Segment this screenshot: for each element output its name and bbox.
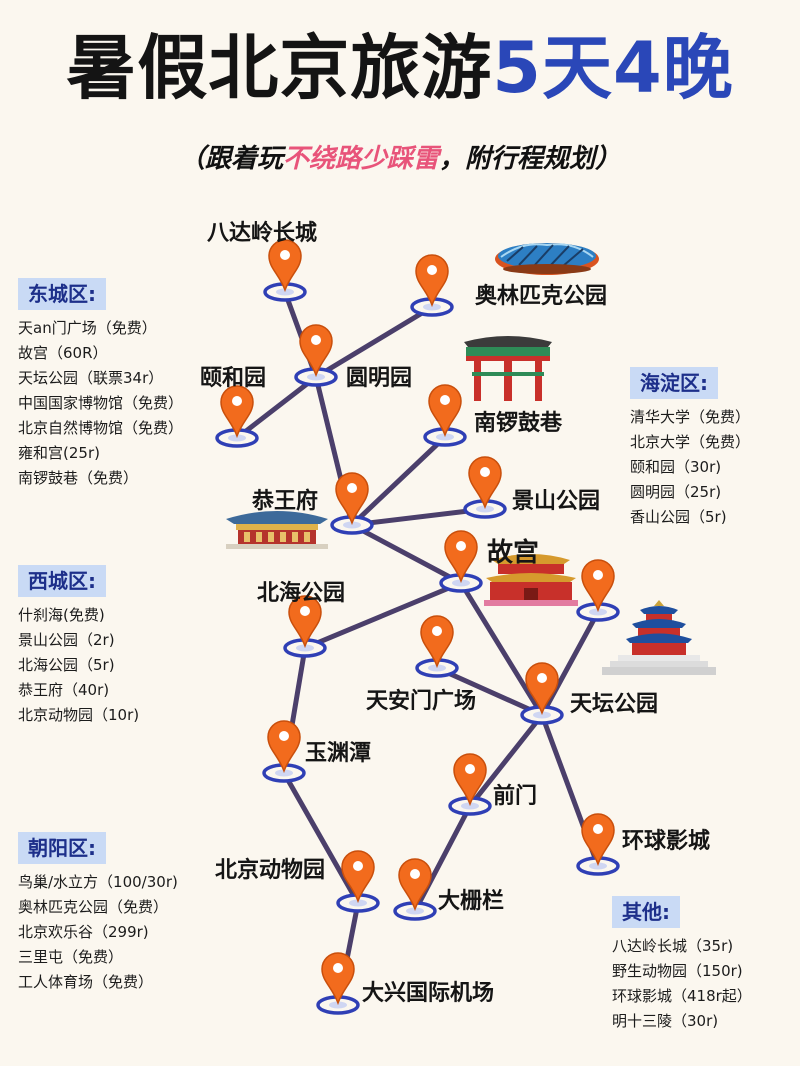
route-line <box>467 712 545 809</box>
district-other: 其他: 八达岭长城（35r) 野生动物园（150r) 环球影城（418r起） 明… <box>612 896 752 1034</box>
location-pin-icon <box>415 615 459 678</box>
place-label-tiananmen: 天安门广场 <box>366 689 477 714</box>
place-label-jingshan: 景山公园 <box>512 489 601 514</box>
district-heading: 朝阳区: <box>18 832 106 864</box>
list-item: 鸟巢/水立方（100/30r) <box>18 873 178 891</box>
place-label-badaling: 八达岭长城 <box>207 221 318 246</box>
list-item: 北京自然博物馆（免费） <box>18 419 184 437</box>
place-label-tiantan: 天坛公园 <box>570 692 659 717</box>
place-label-yuanmingyuan: 圆明园 <box>346 366 413 391</box>
route-line <box>458 580 545 718</box>
list-item: 中国国家博物馆（免费） <box>18 394 184 412</box>
place-label-beihai: 北海公园 <box>257 581 346 606</box>
list-item: 故宫（60R） <box>18 344 108 362</box>
list-item: 天坛公园（联票34r） <box>18 369 164 387</box>
list-item: 北京大学（免费） <box>630 433 751 451</box>
district-heading: 其他: <box>612 896 680 928</box>
title-main: 暑假北京旅游 <box>66 27 493 109</box>
list-item: 什刹海(免费) <box>18 606 105 624</box>
subtitle-open: （跟着玩 <box>178 144 283 174</box>
location-pin-icon <box>215 385 259 448</box>
place-label-universal: 环球影城 <box>622 829 711 854</box>
list-item: 景山公园（2r) <box>18 631 115 649</box>
district-heading: 海淀区: <box>630 367 718 399</box>
list-item: 天an门广场（免费） <box>18 319 157 337</box>
palace-icon <box>226 511 328 549</box>
location-pin-icon <box>336 850 380 913</box>
list-item: 明十三陵（30r) <box>612 1012 719 1030</box>
district-heading: 东城区: <box>18 278 106 310</box>
list-item: 北京动物园（10r) <box>18 706 140 724</box>
list-item: 八达岭长城（35r) <box>612 937 734 955</box>
list-item: 圆明园（25r) <box>630 483 722 501</box>
place-label-yuyuantan: 玉渊潭 <box>305 741 372 766</box>
location-pin-icon <box>294 324 338 387</box>
place-label-nanluogu: 南锣鼓巷 <box>474 411 563 436</box>
route-line <box>539 609 601 718</box>
list-item: 恭王府（40r) <box>18 681 110 699</box>
location-pin-icon <box>520 662 564 725</box>
location-pin-icon <box>410 254 454 317</box>
location-pin-icon <box>576 559 620 622</box>
list-item: 工人体育场（免费） <box>18 973 154 991</box>
route-line <box>313 304 435 380</box>
location-pin-icon <box>263 239 307 302</box>
location-pin-icon <box>463 456 507 519</box>
district-chaoyang: 朝阳区: 鸟巢/水立方（100/30r) 奥林匹克公园（免费） 北京欢乐谷（29… <box>18 832 178 995</box>
location-pin-icon <box>283 595 327 658</box>
location-pin-icon <box>448 753 492 816</box>
route-line <box>349 522 464 586</box>
place-label-gugong: 故宫 <box>487 538 540 568</box>
route-line <box>349 506 488 528</box>
list-item: 环球影城（418r起） <box>612 987 752 1005</box>
location-pin-icon <box>576 813 620 876</box>
location-pin-icon <box>316 952 360 1015</box>
title-accent: 5天4晚 <box>492 27 734 109</box>
route-line <box>434 665 545 718</box>
location-pin-icon <box>330 472 374 535</box>
temple-of-heaven-icon <box>602 600 716 675</box>
location-pin-icon <box>423 384 467 447</box>
route-line <box>281 770 361 906</box>
location-pin-icon <box>393 858 437 921</box>
birds-nest-icon <box>495 243 599 275</box>
place-label-zoo: 北京动物园 <box>215 858 326 883</box>
list-item: 南锣鼓巷（免费） <box>18 469 139 487</box>
subtitle-highlight: 不绕路少踩雷 <box>282 144 439 174</box>
route-line <box>349 434 448 528</box>
list-item: 清华大学（免费） <box>630 408 751 426</box>
page-title: 暑假北京旅游5天4晚 <box>0 28 800 108</box>
list-item: 北京欢乐谷（299r) <box>18 923 149 941</box>
subtitle-close: ，附行程规划） <box>439 144 622 174</box>
district-heading: 西城区: <box>18 565 106 597</box>
list-item: 香山公园（5r) <box>630 508 727 526</box>
route-line <box>302 580 464 651</box>
location-pin-icon <box>439 530 483 593</box>
place-label-yiheyuan: 颐和园 <box>200 366 267 391</box>
district-haidian: 海淀区: 清华大学（免费） 北京大学（免费） 颐和园（30r) 圆明园（25r)… <box>630 367 750 530</box>
place-label-qianmen: 前门 <box>493 784 538 809</box>
list-item: 雍和宫(25r) <box>18 444 100 462</box>
place-label-dashilan: 大栅栏 <box>438 889 505 914</box>
list-item: 北海公园（5r) <box>18 656 115 674</box>
temple-gate-icon <box>464 336 552 401</box>
district-xicheng: 西城区: 什刹海(免费) 景山公园（2r) 北海公园（5r) 恭王府（40r) … <box>18 565 139 728</box>
list-item: 颐和园（30r) <box>630 458 722 476</box>
place-label-gongwangfu: 恭王府 <box>252 489 319 514</box>
route-lines <box>234 289 601 1008</box>
district-dongcheng: 东城区: 天an门广场（免费） 故宫（60R） 天坛公园（联票34r） 中国国家… <box>18 278 183 491</box>
page-subtitle: （跟着玩不绕路少踩雷，附行程规划） <box>0 138 800 175</box>
route-line <box>234 374 319 441</box>
place-label-olympic: 奥林匹克公园 <box>475 284 608 309</box>
location-pins <box>215 239 620 1015</box>
list-item: 奥林匹克公园（免费） <box>18 898 169 916</box>
location-pin-icon <box>262 720 306 783</box>
palace-icon <box>484 554 578 606</box>
list-item: 三里屯（免费） <box>18 948 124 966</box>
list-item: 野生动物园（150r) <box>612 962 743 980</box>
place-label-airport: 大兴国际机场 <box>362 981 495 1006</box>
